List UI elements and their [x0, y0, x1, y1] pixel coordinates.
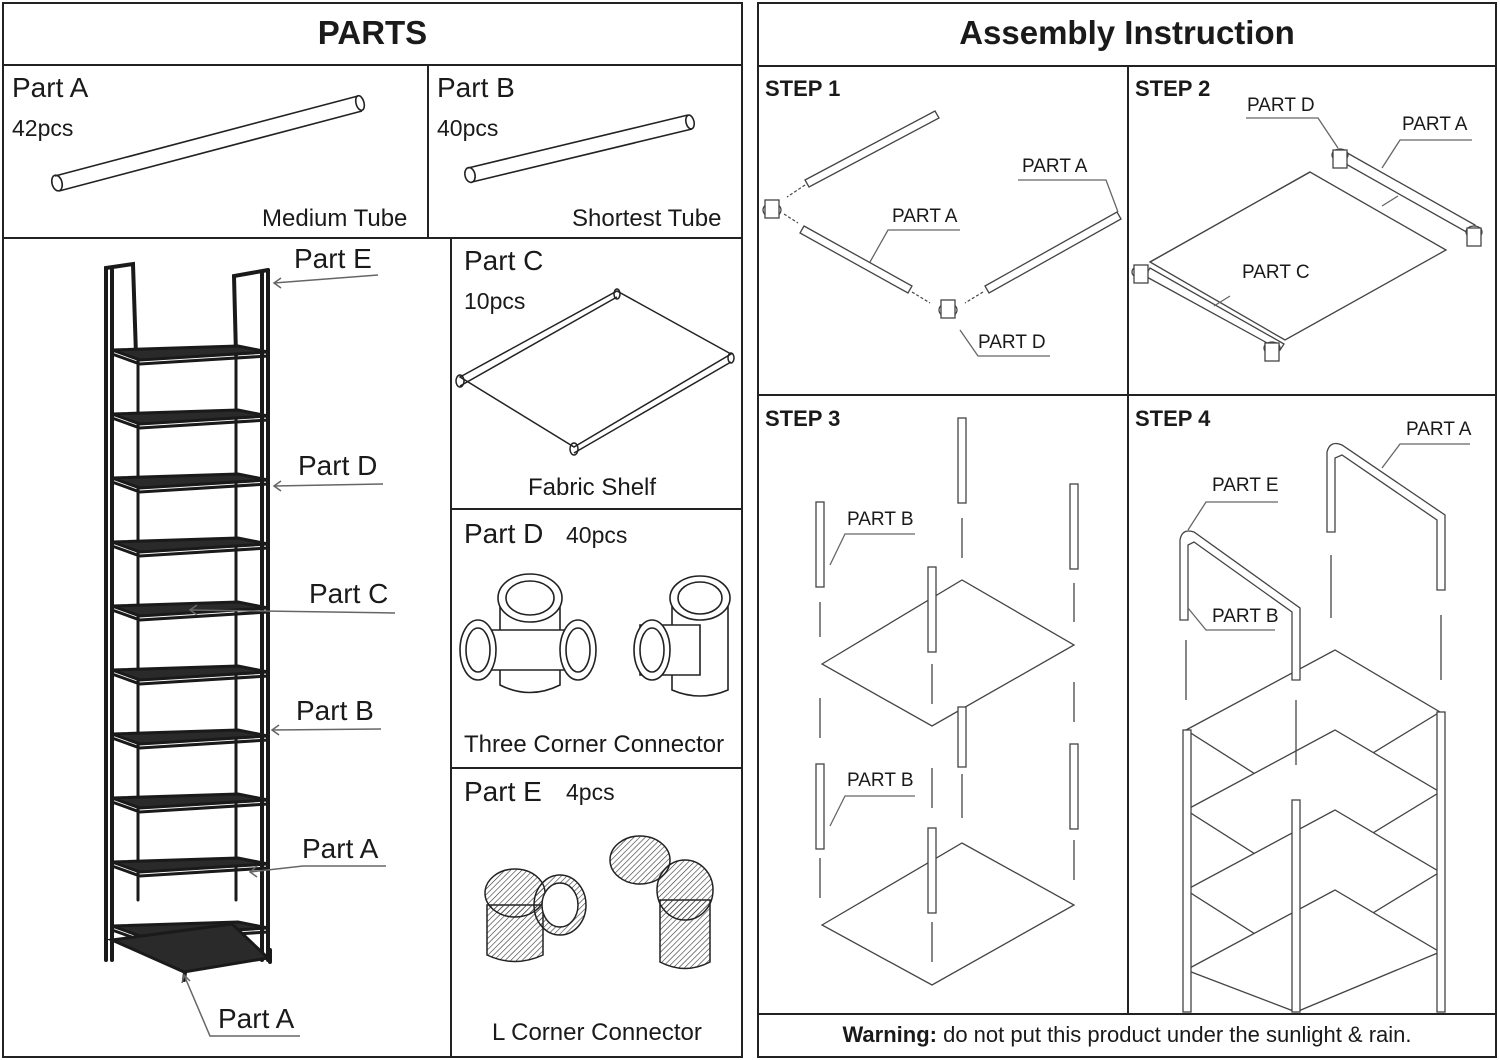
rack-shelf	[111, 408, 269, 426]
step-4-callout-part-e: PART E	[1212, 475, 1279, 496]
step-2-diagram	[1131, 117, 1483, 362]
rack-shelf	[111, 472, 269, 490]
part-c-count: 10pcs	[464, 288, 526, 314]
part-c-caption: Fabric Shelf	[528, 474, 657, 501]
parts-title-divider	[2, 64, 743, 66]
warning-label: Warning:	[842, 1022, 937, 1047]
step-3-diagram	[815, 417, 1079, 986]
rack-shelf	[111, 728, 269, 746]
step-3-callout-part-b-bottom: PART B	[847, 770, 914, 791]
part-b-count: 40pcs	[437, 115, 499, 141]
part-e-label: Part E	[464, 776, 542, 807]
shortest-tube-illustration	[464, 114, 696, 184]
part-e-count: 4pcs	[566, 779, 615, 805]
step-3-callout-part-b-top: PART B	[847, 509, 914, 530]
parts-rack-divider	[450, 237, 452, 1058]
warning-divider	[757, 1013, 1497, 1015]
step-2-callout-part-d: PART D	[1247, 95, 1315, 116]
step-1-callout-part-d: PART D	[978, 332, 1046, 353]
rack-callout-part-e: Part E	[294, 243, 372, 274]
three-corner-connector-illustration	[459, 573, 731, 697]
assembly-col-divider	[1127, 65, 1129, 1015]
part-a-caption: Medium Tube	[262, 205, 408, 232]
step-4-label: STEP 4	[1135, 406, 1211, 431]
part-a-label: Part A	[12, 72, 89, 103]
part-d-label: Part D	[464, 518, 544, 549]
part-c-label: Part C	[464, 245, 544, 276]
part-d-caption: Three Corner Connector	[464, 731, 725, 758]
rack-shelf	[111, 344, 269, 362]
rack-callout-part-c: Part C	[309, 578, 389, 609]
rack-callout-part-b: Part B	[296, 695, 374, 726]
warning-text: do not put this product under the sunlig…	[936, 1022, 1412, 1047]
step-3-label: STEP 3	[765, 406, 841, 431]
part-a-count: 42pcs	[12, 115, 74, 141]
fabric-shelf-illustration	[455, 288, 735, 456]
rack-shelf	[106, 922, 272, 974]
l-corner-connector-illustration	[484, 835, 714, 970]
assembly-row-divider	[757, 394, 1497, 396]
parts-cd-divider	[450, 508, 743, 510]
rack-callout-part-d: Part D	[298, 450, 378, 481]
warning-message: Warning: do not put this product under t…	[757, 1022, 1497, 1048]
assembly-title: Assembly Instruction	[959, 14, 1295, 51]
step-1-label: STEP 1	[765, 76, 841, 101]
rack-callout-part-a: Part A	[302, 833, 379, 864]
part-d-count: 40pcs	[566, 522, 628, 548]
part-b-caption: Shortest Tube	[572, 205, 722, 232]
step-4-diagram	[1179, 442, 1470, 1013]
parts-de-divider	[450, 767, 743, 769]
step-2-callout-part-c: PART C	[1242, 262, 1310, 283]
medium-tube-illustration	[50, 94, 366, 192]
parts-panel	[2, 2, 743, 1058]
assembled-rack-illustration	[104, 261, 272, 982]
step-2-label: STEP 2	[1135, 76, 1211, 101]
step-2-callout-part-a: PART A	[1402, 114, 1468, 135]
rack-shelf	[111, 792, 269, 810]
step-1-callout-part-a-left: PART A	[892, 206, 958, 227]
parts-ab-divider	[427, 64, 429, 239]
parts-title: PARTS	[317, 14, 428, 51]
assembly-panel	[757, 2, 1497, 1058]
step-1-callout-part-a-right: PART A	[1022, 156, 1088, 177]
step-1-diagram	[762, 110, 1122, 357]
rack-shelf	[111, 856, 269, 874]
parts-row1-divider	[2, 237, 743, 239]
part-b-label: Part B	[437, 72, 515, 103]
step-4-callout-part-a: PART A	[1406, 419, 1472, 440]
rack-callout-arrows	[181, 274, 396, 1037]
rack-shelf	[111, 600, 269, 618]
rack-callout-part-a-bottom: Part A	[218, 1003, 295, 1034]
step-4-callout-part-b: PART B	[1212, 606, 1279, 627]
rack-shelf	[111, 536, 269, 554]
part-e-caption: L Corner Connector	[492, 1019, 702, 1046]
rack-shelf	[111, 664, 269, 682]
